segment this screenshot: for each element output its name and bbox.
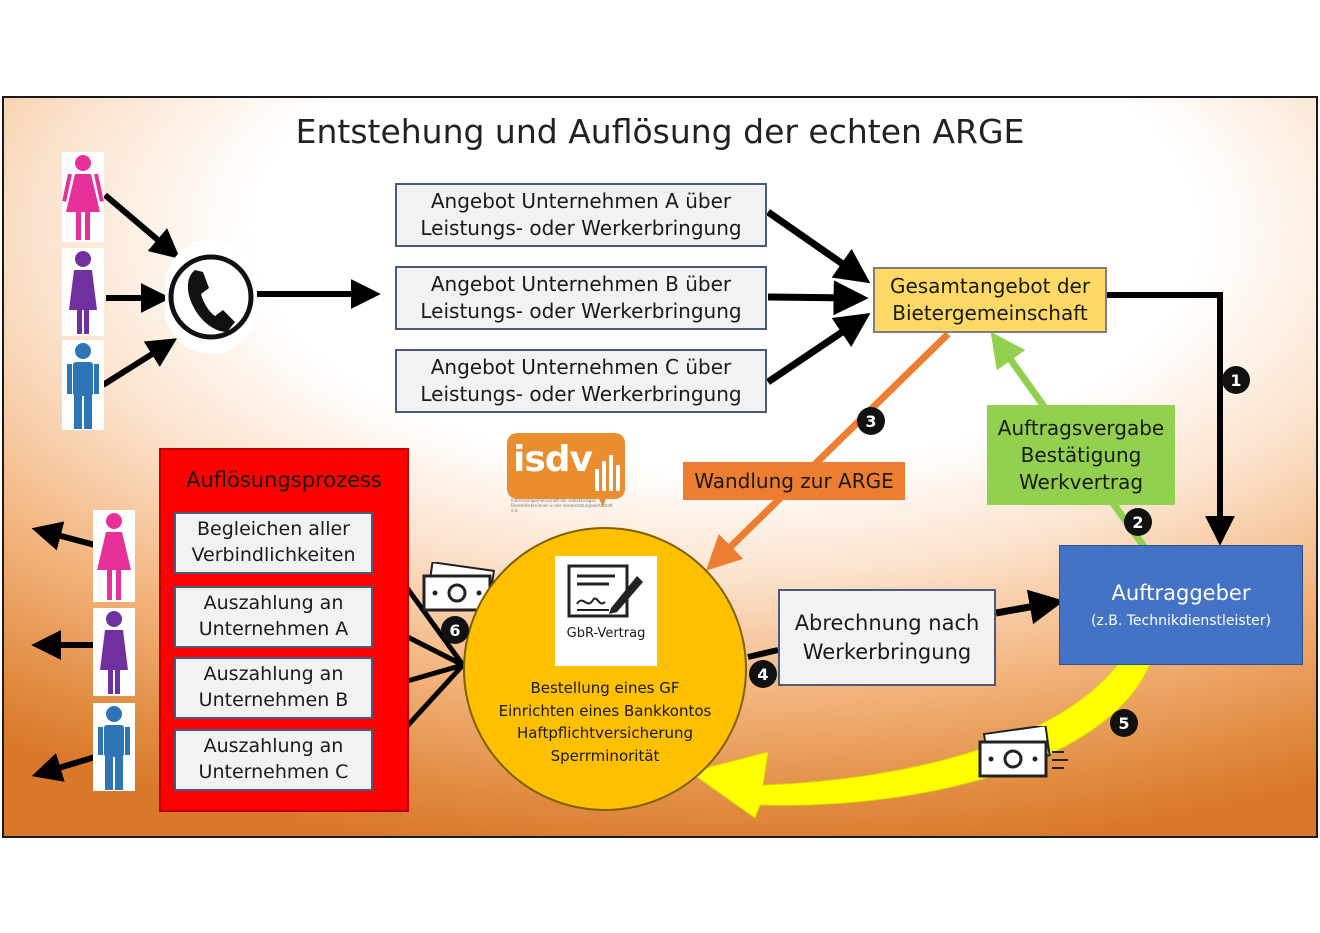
- gesamtangebot-line2: Bietergemeinschaft: [892, 301, 1088, 325]
- arrow-step-1: [1107, 292, 1235, 546]
- woman-icon: [93, 510, 135, 602]
- arrow-step-4-in: [747, 647, 779, 660]
- arrow-man-phone: [101, 338, 178, 388]
- aufloesung-item-2-line2: Unternehmen B: [198, 689, 349, 711]
- logo-word: isdv: [513, 439, 593, 480]
- aufloesung-item-0-line1: Begleichen aller: [197, 518, 350, 541]
- aufloesung-item-1-line2: Unternehmen A: [198, 618, 349, 640]
- wandlung-label: Wandlung zur ARGE: [683, 462, 905, 500]
- contract-label: GbR-Vertrag: [566, 626, 646, 641]
- isdv-logo: isdv Interessengemeinschaft der selbstän…: [507, 433, 632, 513]
- auftraggeber-subtitle: (z.B. Technikdienstleister): [1090, 612, 1272, 629]
- step-number-3: 3: [857, 407, 885, 435]
- money-icon: [974, 724, 1072, 782]
- arrow-woman-phone: [103, 192, 181, 259]
- step-number-6: 6: [441, 616, 469, 644]
- aufloesung-item-3-line2: Unternehmen C: [198, 761, 349, 783]
- aufloesung-item-3-line1: Auszahlung an: [203, 735, 344, 758]
- arge-task-haftpflicht: Haftpflichtversicherung: [516, 724, 694, 742]
- logo-tagline: Interessengemeinschaft der selbständigen…: [511, 498, 613, 513]
- auftragsvergabe-line3: Werkvertrag: [1018, 469, 1144, 494]
- arrow-out-woman: [31, 521, 96, 551]
- offer-b-line2: Leistungs- oder Werkerbringung: [420, 299, 742, 323]
- arge-task-sperrminoritaet: Sperrminorität: [550, 746, 660, 765]
- aufloesung-item-unternehmen-c: Auszahlung an Unternehmen C: [174, 729, 373, 791]
- arge-task-bankkonto: Einrichten eines Bankkontos: [498, 701, 712, 720]
- offer-a-line2: Leistungs- oder Werkerbringung: [420, 216, 742, 240]
- arrow-offer-b: [767, 280, 869, 316]
- arrow-out-man: [31, 753, 96, 782]
- arrow-offer-c: [766, 312, 871, 385]
- aufloesung-item-unternehmen-b: Auszahlung an Unternehmen B: [174, 657, 373, 719]
- step-number-5: 5: [1110, 709, 1138, 737]
- man-icon: [93, 703, 135, 791]
- contract-icon: [567, 564, 643, 618]
- auftraggeber-title: Auftraggeber: [1111, 581, 1251, 606]
- contract-card: GbR-Vertrag: [555, 556, 657, 666]
- aufloesung-item-1-line1: Auszahlung an: [203, 592, 344, 615]
- arrow-abrechnung-auftraggeber: [995, 589, 1065, 625]
- aufloesung-title: Auflösungsprozess: [186, 468, 382, 492]
- aufloesung-item-0-line2: Verbindlichkeiten: [191, 544, 356, 566]
- man-icon: [62, 340, 104, 430]
- arge-task-list: Bestellung eines GF Einrichten eines Ban…: [465, 677, 745, 767]
- auftraggeber-box: Auftraggeber (z.B. Technikdienstleister): [1059, 545, 1303, 665]
- step-number-1: 1: [1222, 366, 1250, 394]
- person-purple-icon: [93, 608, 135, 696]
- money-icon: [418, 561, 514, 618]
- aufloesung-item-2-line1: Auszahlung an: [203, 663, 344, 686]
- offer-b-line1: Angebot Unternehmen B über: [430, 272, 732, 296]
- auftragsvergabe-line1: Auftragsvergabe: [997, 415, 1165, 440]
- diagram-title: Entstehung und Auflösung der echten ARGE: [295, 112, 1025, 151]
- offer-a-line1: Angebot Unternehmen A über: [430, 189, 732, 213]
- abrechnung-line2: Werkerbringung: [802, 639, 972, 664]
- gesamtangebot-line1: Gesamtangebot der: [889, 274, 1091, 298]
- step-number-4: 4: [749, 660, 777, 688]
- aufloesung-item-unternehmen-a: Auszahlung an Unternehmen A: [174, 586, 373, 648]
- arrow-step-3: [705, 331, 951, 571]
- offer-c-line2: Leistungs- oder Werkerbringung: [420, 382, 742, 406]
- auftragsvergabe-line2: Bestätigung: [1020, 442, 1142, 467]
- person-purple-icon: [62, 248, 104, 336]
- offer-c-line1: Angebot Unternehmen C über: [430, 355, 732, 379]
- step-number-2: 2: [1124, 508, 1152, 536]
- phone-icon: [165, 240, 257, 354]
- arge-task-gf: Bestellung eines GF: [530, 679, 680, 697]
- abrechnung-line1: Abrechnung nach: [794, 611, 980, 636]
- arrow-offer-a: [766, 209, 871, 284]
- woman-icon: [62, 152, 104, 242]
